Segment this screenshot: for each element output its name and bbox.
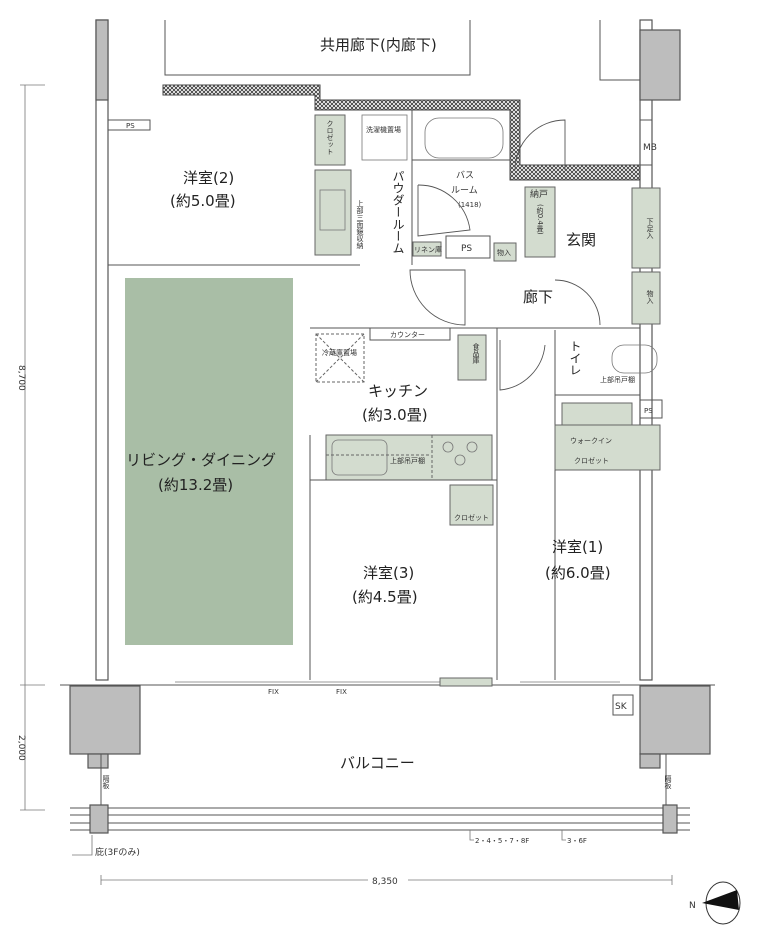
toilet-upper-cabinet: 上部吊戸棚 [600, 375, 635, 384]
counter-label: カウンター [390, 330, 425, 339]
structure [60, 19, 715, 769]
living-size: (約13.2畳) [158, 476, 233, 494]
ps-label: PS [126, 122, 135, 130]
dimensions: 8,700 2,000 8,350 [16, 84, 673, 887]
fix-label-1: FIX [268, 688, 279, 696]
eave-label: 庇(3Fのみ) [95, 846, 140, 858]
balcony: SK バルコニー 隔板 隔板 2・4・5・7・8F 3・6F 庇(3Fのみ) [70, 694, 690, 858]
linen-label: リネン庫 [414, 245, 442, 254]
room-western-1: 洋室(1) (約6.0畳) [545, 538, 611, 582]
hallway-label: 廊下 [523, 288, 553, 306]
closet-label: クロゼット [326, 120, 334, 155]
western2-size: (約5.0畳) [170, 192, 236, 210]
entrance-storage-label: 物入 [646, 289, 654, 304]
kitchen-name: キッチン [368, 382, 428, 400]
compass-icon: N [689, 881, 741, 925]
bath-ps-label: PS [461, 244, 472, 254]
closet3-label: クロゼット [454, 513, 489, 522]
room-living-dining: リビング・ダイニング (約13.2畳) [125, 278, 293, 645]
mirror-storage-label: 上部三面鏡収納 [356, 199, 364, 250]
sk-label: SK [615, 702, 628, 712]
dimension-height-balcony: 2,000 [16, 735, 26, 761]
kitchen-size: (約3.0畳) [362, 406, 428, 424]
kitchen-area: カウンター 冷蔵庫置場 食品庫 キッチン (約3.0畳) 上部吊戸棚 [309, 327, 546, 680]
entrance-area: MB 納戸 (約0.4畳) 玄関 下足入 物入 廊下 [310, 119, 661, 329]
kitchen-upper-cabinet: 上部吊戸棚 [390, 456, 425, 465]
living-name: リビング・ダイニング [126, 451, 276, 469]
wic-label-1: ウォークイン [570, 437, 612, 445]
toilet-area: トイレ 上部吊戸棚 PS ウォークイン クロゼット [554, 330, 663, 680]
powder-room-label: パウダールーム [391, 170, 405, 254]
bath-area: 洗濯機置場 バス ルーム (1418) パウダールーム リネン庫 PS 物入 [361, 110, 517, 265]
wic-label-2: クロゼット [574, 456, 609, 465]
storage-label: 物入 [497, 248, 511, 257]
corridor-label: 共用廊下(内廊下) [320, 36, 437, 54]
toilet-ps-label: PS [644, 407, 653, 415]
common-corridor: 共用廊下(内廊下) [164, 20, 640, 81]
western1-size: (約6.0畳) [545, 564, 611, 582]
nando-label: 納戸 [530, 188, 548, 200]
compass-north: N [689, 901, 696, 911]
laundry-label: 洗濯機置場 [366, 125, 401, 134]
entrance-label: 玄関 [566, 231, 596, 249]
western2-name: 洋室(2) [183, 169, 234, 187]
nando-size: (約0.4畳) [536, 204, 544, 235]
pantry-label: 食品庫 [472, 342, 480, 365]
balcony-label: バルコニー [340, 754, 415, 772]
partition-left: 隔板 [102, 774, 110, 790]
room-western-3: クロゼット 洋室(3) (約4.5畳) [310, 479, 497, 606]
partition-right: 隔板 [664, 774, 672, 790]
shoe-cabinet-label: 下足入 [646, 218, 654, 239]
room-western-2: PS 洋室(2) (約5.0畳) クロゼット 上部三面鏡収納 [108, 114, 364, 266]
floors-a-label: 2・4・5・7・8F [475, 837, 529, 845]
mb-label: MB [643, 143, 657, 153]
bath-name2: ルーム [451, 185, 478, 196]
western1-name: 洋室(1) [552, 538, 603, 556]
dimension-height-main: 8,700 [16, 365, 26, 391]
fridge-label: 冷蔵庫置場 [322, 348, 357, 357]
fix-label-2: FIX [336, 688, 347, 696]
toilet-label: トイレ [568, 340, 582, 376]
dimension-width: 8,350 [372, 877, 398, 887]
floors-b-label: 3・6F [567, 837, 587, 845]
windows: FIX FIX [175, 677, 620, 696]
bath-size: (1418) [458, 201, 482, 209]
western3-size: (約4.5畳) [352, 588, 418, 606]
western3-name: 洋室(3) [363, 564, 414, 582]
bath-name1: バス [456, 170, 474, 181]
